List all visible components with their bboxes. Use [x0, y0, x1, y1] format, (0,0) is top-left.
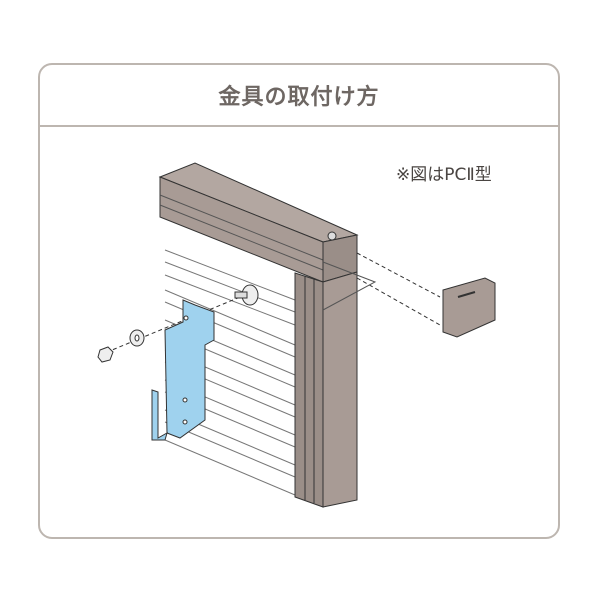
bolt — [234, 284, 259, 306]
card-title: 金具の取付け方 — [218, 85, 380, 110]
nut — [97, 346, 114, 363]
washer — [129, 329, 145, 347]
frame-post — [294, 271, 358, 508]
bracket — [151, 299, 215, 441]
guide-lines — [99, 252, 441, 356]
frame-top-beam — [158, 162, 359, 283]
end-cap — [442, 277, 496, 338]
screw-icon — [327, 231, 337, 241]
model-note: ※図はPCⅡ型 — [396, 165, 492, 185]
instruction-card: 金具の取付け方 — [38, 63, 560, 539]
card-header: 金具の取付け方 — [40, 65, 558, 127]
